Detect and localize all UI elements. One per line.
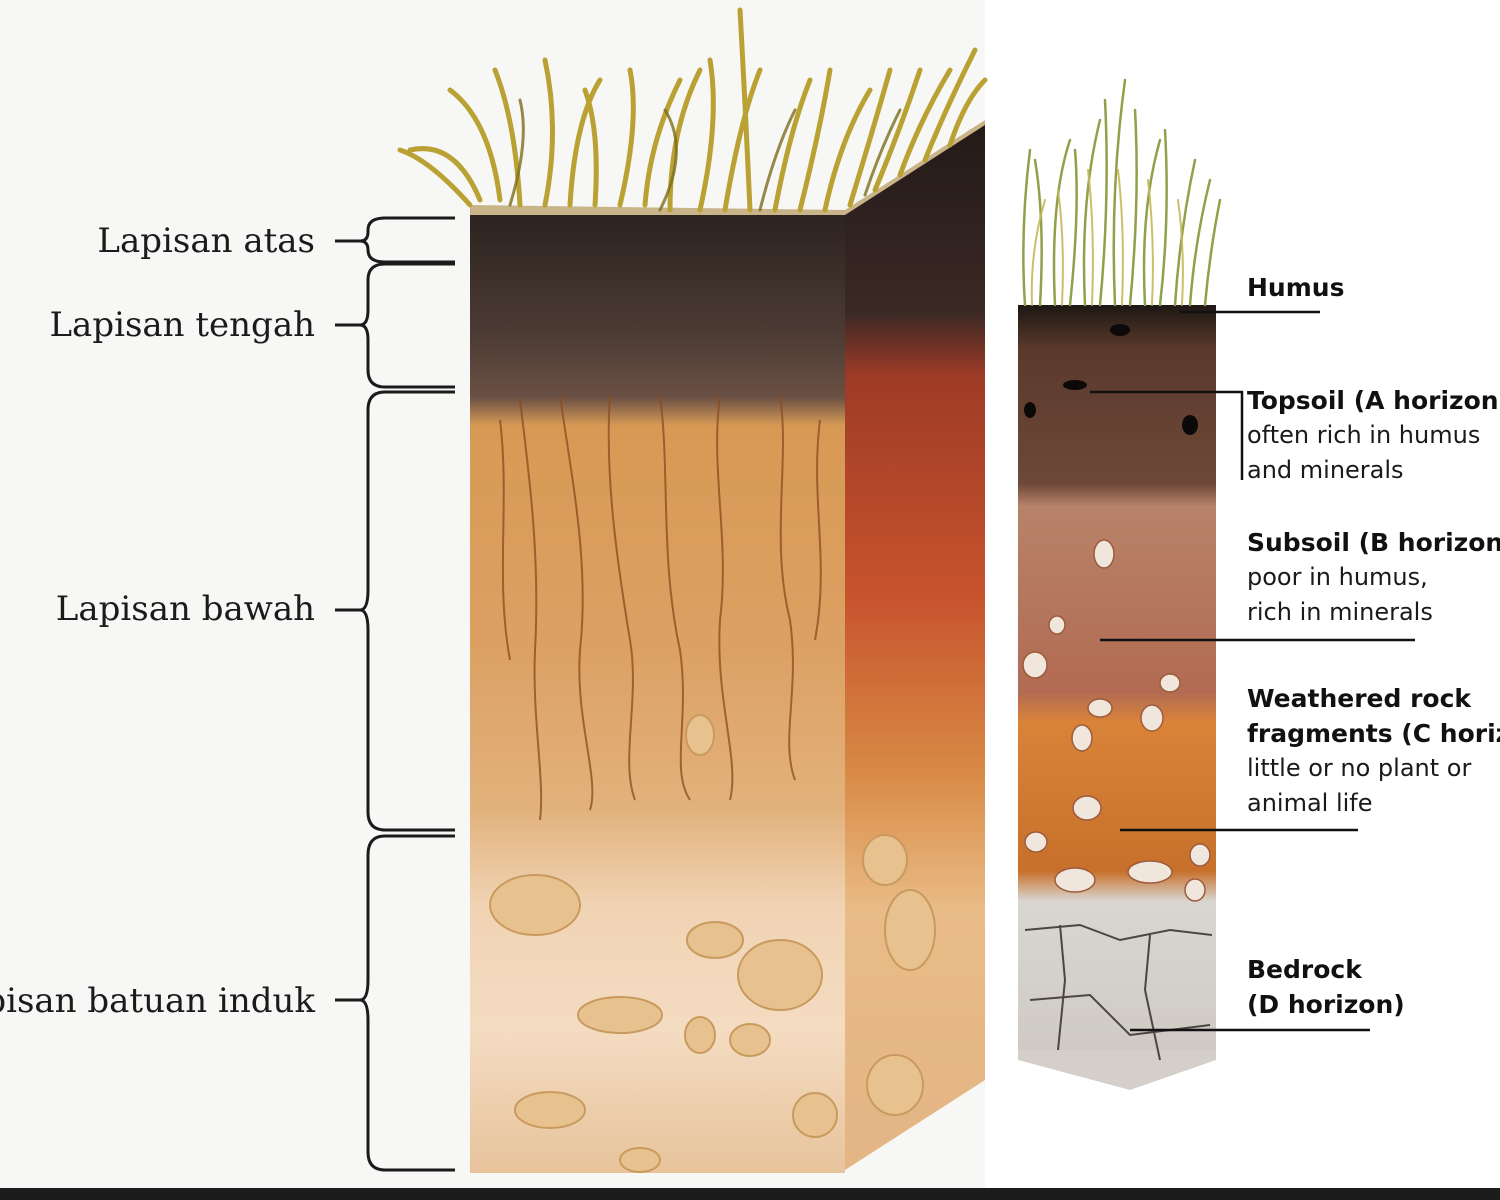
label-weathered-desc-2: animal life	[1247, 789, 1373, 817]
label-topsoil-desc-2: and minerals	[1247, 456, 1404, 484]
left-brackets	[335, 216, 455, 1172]
rock-fragments	[1022, 539, 1211, 902]
label-subsoil-desc-2: rich in minerals	[1247, 598, 1433, 626]
label-weathered-title-1: Weathered rock	[1247, 684, 1472, 713]
block-top-surface	[470, 120, 985, 225]
roots	[499, 394, 822, 821]
pebbles	[489, 714, 936, 1173]
label-bedrock-title-1: Bedrock	[1247, 955, 1362, 984]
label-lapisan-batuan-induk: Lapisan batuan induk	[0, 981, 315, 1021]
label-bedrock: Bedrock (D horizon)	[1247, 952, 1405, 1022]
label-subsoil-title: Subsoil (B horizon)	[1247, 528, 1500, 557]
label-lapisan-tengah: Lapisan tengah	[49, 305, 315, 345]
label-weathered-title-2: fragments (C horizon)	[1247, 719, 1500, 748]
label-bedrock-title-2: (D horizon)	[1247, 990, 1405, 1019]
label-topsoil-title: Topsoil (A horizon)	[1247, 386, 1500, 415]
label-subsoil: Subsoil (B horizon) poor in humus, rich …	[1247, 525, 1500, 630]
label-lapisan-bawah: Lapisan bawah	[55, 589, 315, 629]
right-leader-lines	[1090, 310, 1415, 1032]
label-humus: Humus	[1247, 270, 1344, 305]
label-topsoil: Topsoil (A horizon) often rich in humus …	[1247, 383, 1500, 488]
grass-right	[1022, 78, 1222, 307]
label-subsoil-desc-1: poor in humus,	[1247, 563, 1428, 591]
label-topsoil-desc-1: often rich in humus	[1247, 421, 1481, 449]
grass-left	[397, 7, 988, 213]
label-humus-title: Humus	[1247, 273, 1345, 302]
bottom-border	[0, 1188, 1500, 1200]
block-side-face	[845, 125, 985, 1170]
block-front-face	[470, 215, 845, 1173]
label-weathered-desc-1: little or no plant or	[1247, 754, 1472, 782]
humus-specks	[1024, 324, 1198, 435]
label-weathered-rock: Weathered rock fragments (C horizon) lit…	[1247, 681, 1500, 821]
label-lapisan-atas: Lapisan atas	[97, 221, 315, 261]
